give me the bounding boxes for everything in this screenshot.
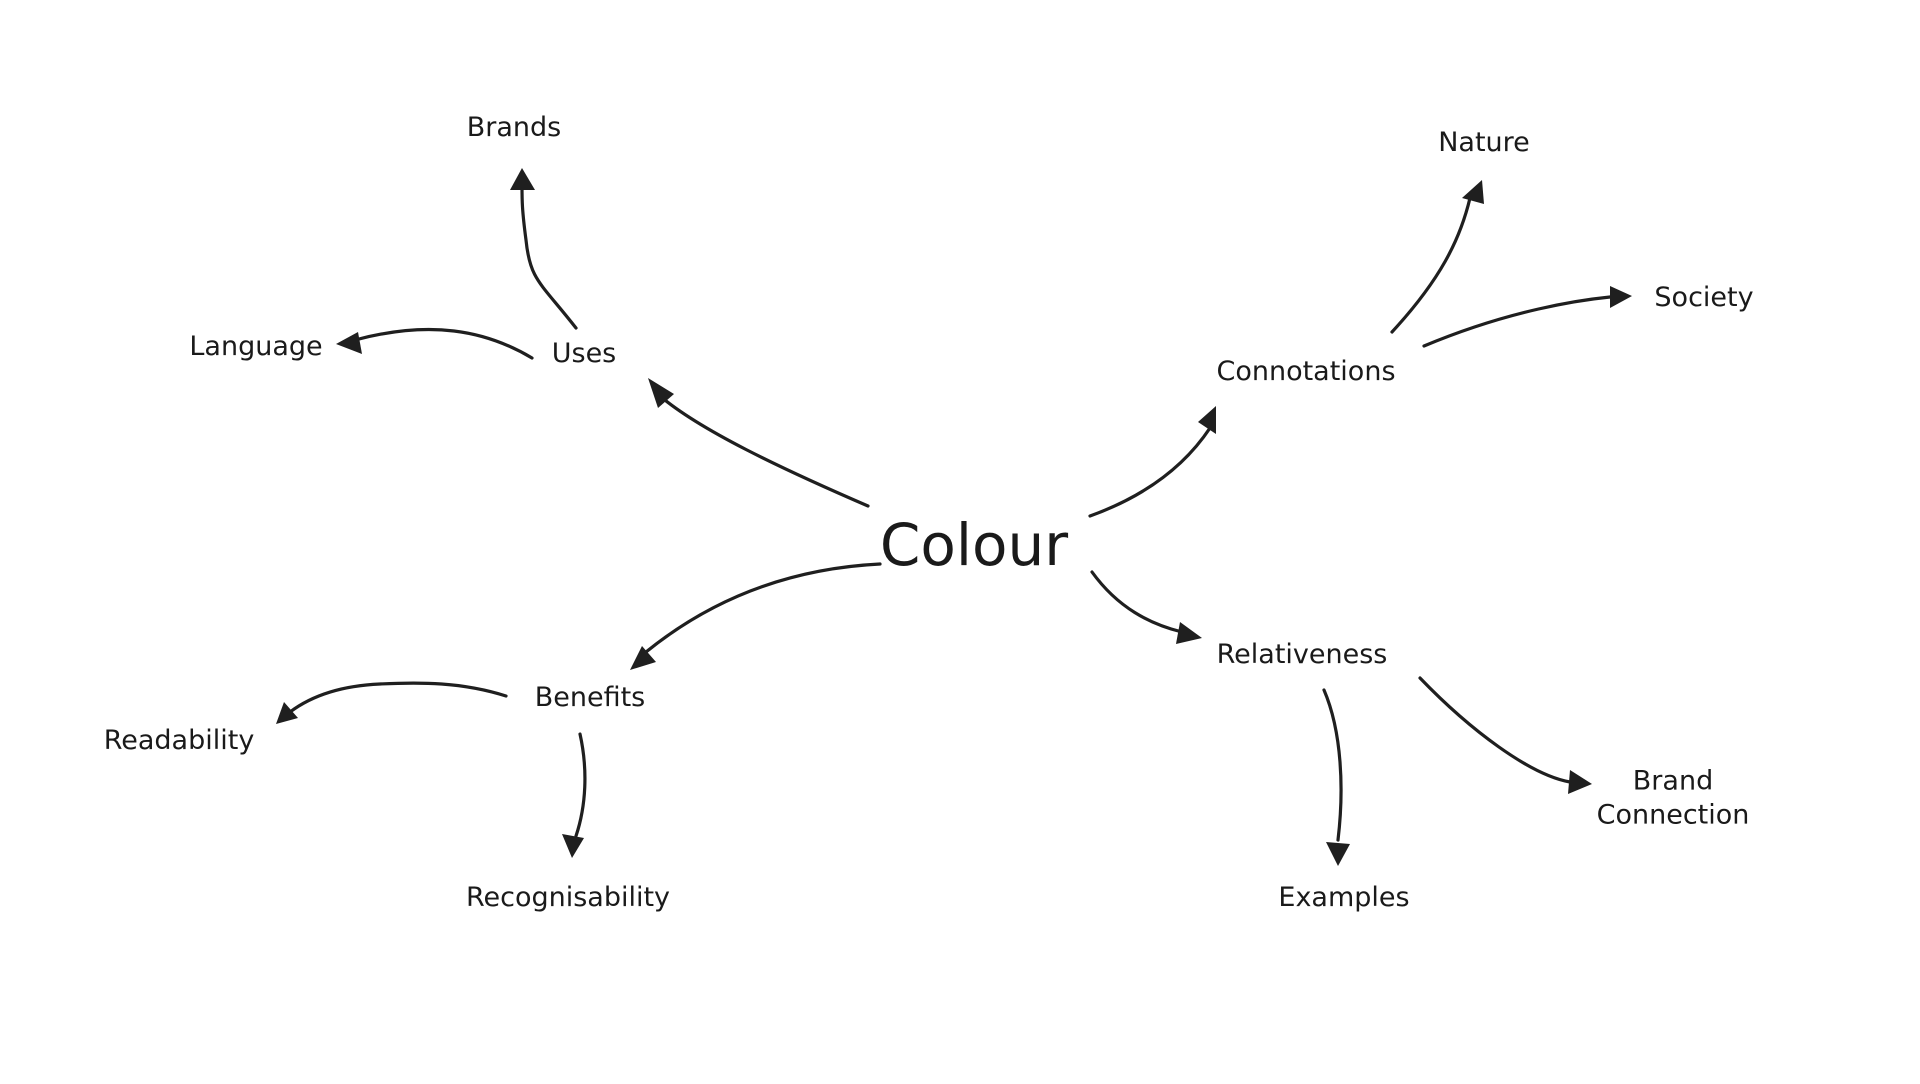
arrowhead-connotations <box>1198 406 1216 434</box>
node-language: Language <box>189 331 323 363</box>
node-recognisability: Recognisability <box>465 882 671 914</box>
arrowhead-brands <box>510 168 535 190</box>
node-readability: Readability <box>103 725 255 757</box>
arrowhead-relativeness <box>1176 622 1202 644</box>
edge-benefits-recognisability <box>574 732 587 838</box>
node-society: Society <box>1654 282 1754 314</box>
edge-benefits-readability <box>288 681 508 714</box>
edge-colour-benefits <box>644 562 882 654</box>
node-colour: Colour <box>879 511 1069 580</box>
arrowhead-brand-connection <box>1568 770 1592 794</box>
node-examples: Examples <box>1278 882 1410 914</box>
node-uses: Uses <box>551 338 617 370</box>
edge-uses-brands <box>520 184 578 330</box>
edge-colour-relativeness <box>1090 570 1184 634</box>
node-relativeness: Relativeness <box>1216 639 1388 671</box>
edge-relativeness-brand-connection <box>1418 676 1572 784</box>
arrowhead-readability <box>276 702 298 724</box>
node-benefits: Benefits <box>534 682 646 714</box>
edge-connotations-nature <box>1390 196 1472 334</box>
node-brand-connection: Brand Connection <box>1597 764 1750 832</box>
edge-connotations-society <box>1422 295 1612 348</box>
arrowhead-benefits <box>630 646 656 670</box>
arrowhead-society <box>1610 286 1632 308</box>
node-connotations: Connotations <box>1216 356 1396 388</box>
edge-relativeness-examples <box>1322 688 1343 842</box>
arrowhead-nature <box>1462 180 1484 204</box>
node-brand-connection-line2: Connection <box>1596 799 1750 830</box>
node-nature: Nature <box>1438 127 1530 159</box>
arrowhead-examples <box>1326 842 1350 866</box>
edge-uses-language <box>353 327 534 360</box>
node-brands: Brands <box>466 112 562 144</box>
arrowhead-uses <box>648 378 674 408</box>
edge-colour-connotations <box>1088 426 1212 518</box>
edge-colour-uses <box>658 394 870 508</box>
arrowhead-recognisability <box>562 834 584 858</box>
node-brand-connection-line1: Brand <box>1632 765 1714 797</box>
arrowhead-language <box>336 332 362 354</box>
